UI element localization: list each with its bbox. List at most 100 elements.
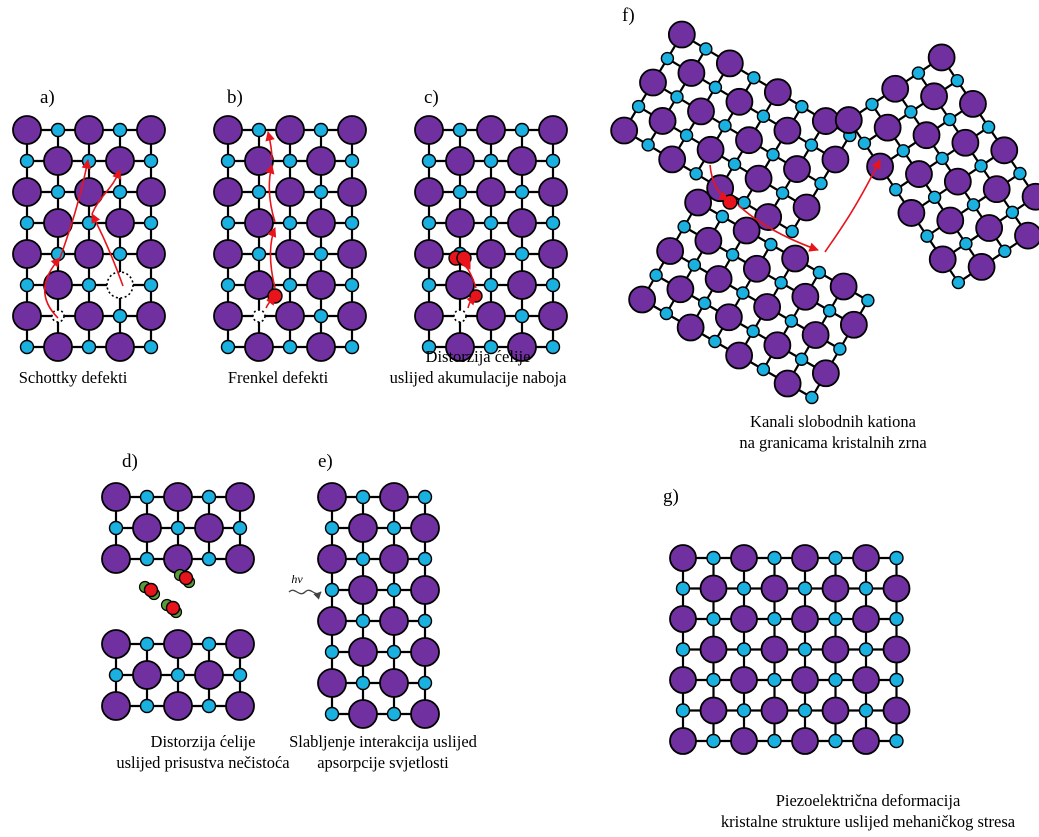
large-atom [742,254,771,283]
large-atom [852,605,880,633]
large-atom [306,146,336,176]
large-atom [704,265,733,293]
large-atom [760,635,789,664]
large-atom [12,177,42,207]
large-atom [897,199,926,227]
caption-d: uslijed prisustva nečistoća [116,753,290,772]
small-atom [421,277,437,293]
small-atom [344,339,360,355]
migration-arrow [265,164,276,223]
panel-label-d: d) [122,451,138,472]
small-atom [19,215,35,231]
small-atom [699,42,713,56]
panel-label-c: c) [424,87,439,108]
large-atom [781,244,810,273]
large-atom [136,177,166,207]
large-atom [348,575,378,605]
large-atom [445,208,475,238]
large-atom [694,226,723,255]
large-atom [317,544,347,574]
large-atom [669,605,697,633]
small-atom [112,184,128,200]
small-atom [201,551,217,567]
small-atom [998,244,1012,258]
large-atom [811,359,840,388]
large-atom [990,136,1019,165]
small-atom [421,215,437,231]
vacancy [51,309,65,323]
small-atom [324,644,340,660]
small-atom [108,667,124,683]
small-atom [889,672,904,688]
large-atom [414,239,444,269]
migration-arrow [91,213,124,287]
small-atom [313,122,329,138]
large-atom [763,78,792,107]
large-atom [821,145,850,174]
small-atom [767,611,782,627]
large-atom [507,270,537,300]
small-atom [736,703,752,718]
large-atom [951,128,980,157]
large-atom [882,696,911,725]
large-atom [74,239,104,269]
migration-arrow [265,295,276,309]
large-atom [244,332,274,362]
small-atom [344,277,360,293]
small-atom [858,703,874,718]
small-atom [935,151,949,166]
migration-arrow [466,295,477,309]
large-atom [507,146,537,176]
small-atom [355,675,371,691]
large-atom [317,668,347,698]
large-atom [639,68,667,97]
large-atom [43,332,73,362]
caption-a: Schottky defekti [19,368,128,387]
large-atom [943,167,972,196]
small-atom [737,195,751,210]
large-atom [337,301,367,331]
large-atom [132,513,162,543]
small-atom [857,136,872,150]
large-atom [414,301,444,331]
small-atom [675,581,691,596]
large-atom [667,20,696,49]
large-atom [275,239,305,269]
caption-f: Kanali slobodnih kationa [750,412,917,431]
large-atom [821,696,850,725]
large-atom [379,482,409,512]
large-atom [225,544,255,574]
small-atom [545,215,561,231]
caption-g: Piezoelektrična deformacija [776,791,961,810]
small-atom [756,362,771,377]
large-atom [669,544,697,572]
large-atom [410,699,440,729]
large-atom [648,107,677,135]
small-atom [812,265,827,280]
small-atom [767,733,782,749]
small-atom [649,268,663,282]
small-atom [828,550,843,566]
small-atom [81,153,97,169]
large-atom [1021,182,1039,211]
migration-arrow [267,227,277,289]
small-atom [282,215,298,231]
small-atom [718,119,732,133]
panel-label-a: a) [40,87,55,108]
large-atom [410,637,440,667]
migration-arrow [737,204,819,252]
large-atom [105,208,135,238]
small-atom [251,246,267,262]
large-atom [74,115,104,145]
large-atom [213,115,243,145]
small-atom [143,339,159,355]
small-atom [767,550,782,566]
small-atom [483,215,499,231]
large-atom [163,544,193,574]
small-atom [785,224,799,239]
large-atom [12,301,42,331]
small-atom [19,339,35,355]
large-atom [213,239,243,269]
large-atom [74,301,104,331]
small-atom [725,248,740,262]
